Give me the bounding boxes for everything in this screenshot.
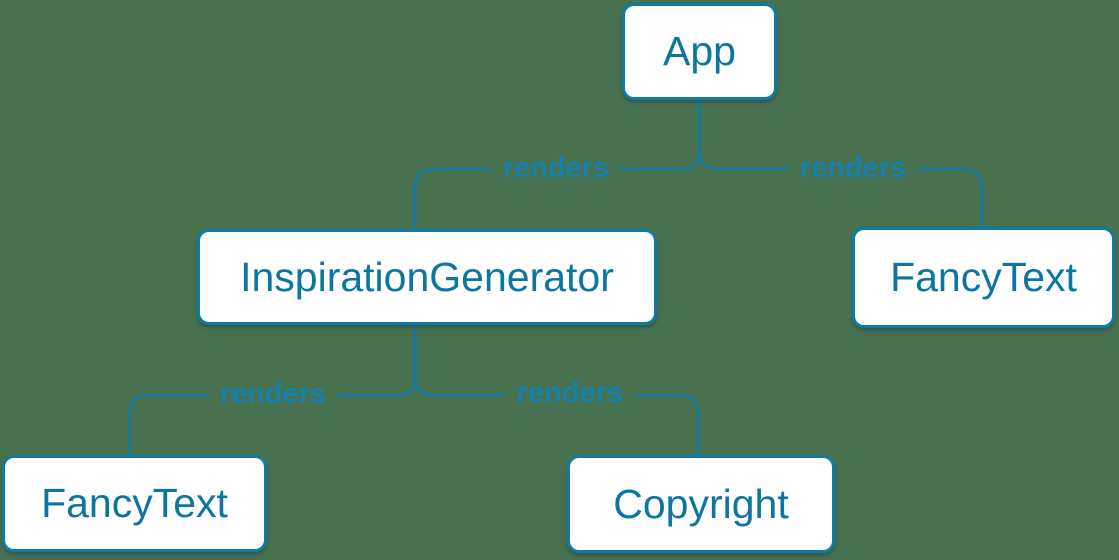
tree-node-fancy-text-left-label: FancyText: [41, 480, 228, 526]
edge-label-renders-app-fancytext: renders: [787, 152, 919, 185]
tree-node-inspiration-generator: InspirationGenerator: [197, 229, 657, 325]
tree-node-fancy-text-left: FancyText: [2, 455, 267, 552]
edge-label-renders-inspirationgenerator-copyright: renders: [504, 377, 636, 410]
edge-label-renders-app-inspirationgenerator: renders: [490, 152, 622, 185]
tree-node-inspiration-generator-label: InspirationGenerator: [240, 253, 614, 300]
tree-node-fancy-text-right-label: FancyText: [890, 254, 1077, 300]
tree-node-copyright: Copyright: [567, 455, 835, 553]
tree-node-copyright-label: Copyright: [613, 480, 789, 527]
tree-node-fancy-text-right: FancyText: [852, 227, 1115, 328]
tree-node-app: App: [622, 3, 777, 100]
edge-label-renders-inspirationgenerator-fancytext: renders: [207, 378, 339, 411]
tree-node-app-label: App: [663, 28, 736, 74]
